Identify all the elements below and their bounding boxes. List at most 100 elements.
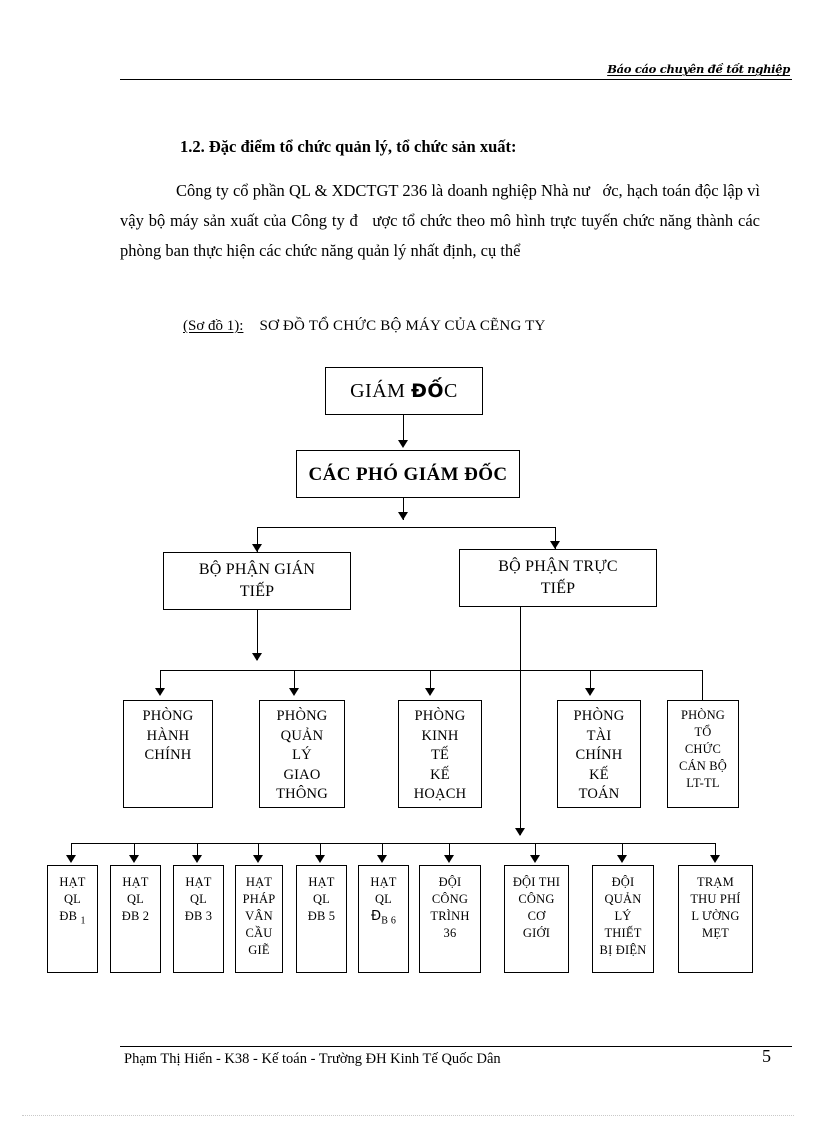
dept-personnel-line2: TỔ: [694, 725, 712, 739]
dept-admin-line1: PHÒNG: [142, 708, 194, 724]
edge-bus-indirect: [257, 527, 259, 553]
dept-traffic-line4: GIAO: [283, 766, 321, 783]
dept-planning-line1: PHÒNG: [414, 708, 466, 724]
dept-planning-line4: KẾ: [430, 766, 450, 783]
page-bottom-edge: [22, 1115, 794, 1116]
unit-db3-line2: QL: [189, 892, 208, 906]
arrowhead-unit-db5: [315, 855, 325, 863]
header-divider: [120, 79, 792, 80]
body-paragraph: Công ty cổ phần QL & XDCTGT 236 là doanh…: [120, 176, 760, 266]
edge-unit-thietbi: [622, 843, 624, 861]
dept-personnel-line3: CHỨC: [684, 742, 722, 756]
edge-unit-db6: [382, 843, 384, 861]
arrowhead-dept-admin: [155, 688, 165, 696]
page-header: Báo cáo chuyên đề tốt nghiệp: [120, 52, 792, 80]
unit-db2-line1: HẠT: [122, 875, 149, 889]
unit-thicong-line3: CƠ: [527, 909, 546, 923]
org-node-dept-admin: PHÒNG HÀNH CHÍNH: [123, 700, 213, 808]
org-node-unit-db2: HẠT QL ĐB 2: [110, 865, 161, 973]
unit-thietbi-line4: THIẾT: [604, 926, 642, 940]
unit-db6-line1: HẠT: [370, 875, 397, 889]
edge-unit-phapvan: [258, 843, 260, 861]
arrowhead-direct: [550, 541, 560, 549]
arrowhead-unit-phapvan: [253, 855, 263, 863]
unit-thietbi-line2: QUẢN: [604, 892, 642, 906]
arrowhead-unit-db2: [129, 855, 139, 863]
org-node-dept-finance: PHÒNG TÀI CHÍNH KẾ TOÁN: [557, 700, 641, 808]
unit-thuphi-line3: L ƯỜNG: [691, 909, 740, 923]
edge-dept-planning: [430, 670, 432, 692]
org-node-dept-planning: PHÒNG KINH TẾ KẾ HOẠCH: [398, 700, 482, 808]
arrowhead-dept-planning: [425, 688, 435, 696]
unit-db1-line2: QL: [63, 892, 82, 906]
dept-finance-line3: CHÍNH: [575, 747, 623, 763]
unit-db5-line3: ĐB 5: [307, 909, 336, 923]
arrowhead-deputy: [398, 440, 408, 448]
unit-db6-line2: QL: [374, 892, 393, 906]
unit-phapvan-line3: VÂN: [245, 909, 273, 923]
org-node-director: GIÁM ĐỐC: [325, 367, 483, 415]
unit-ct36-line3: TRÌNH: [430, 909, 470, 923]
edge-unit-thicong: [535, 843, 537, 861]
edge-unit-thuphi: [715, 843, 717, 861]
figure-caption: (Sơ đồ 1):SƠ ĐỒ TỔ CHỨC BỘ MÁY CỦA CẼNG …: [183, 318, 546, 335]
arrowhead-unit-ct36: [444, 855, 454, 863]
arrowhead-indirect: [252, 544, 262, 552]
unit-db1-line1: HẠT: [59, 875, 86, 889]
dept-personnel-line1: PHÒNG: [680, 708, 726, 722]
dept-finance-line5: TOÁN: [578, 786, 620, 802]
unit-db1-line3: ĐB 1: [59, 909, 86, 927]
org-node-unit-thicong: ĐỘI THI CÔNG CƠ GIỚI: [504, 865, 569, 973]
unit-ct36-line4: 36: [443, 926, 457, 940]
dept-admin-line2: HÀNH: [146, 727, 190, 744]
dept-finance-line4: KẾ: [589, 766, 609, 783]
org-node-direct-division: BỘ PHẬN TRỰC TIẾP: [459, 549, 657, 607]
org-node-unit-db5: HẠT QL ĐB 5: [296, 865, 347, 973]
arrowhead-unit-db3: [192, 855, 202, 863]
edge-dept-admin: [160, 670, 162, 692]
org-node-unit-phapvan: HẠT PHÁP VÂN CẦU GIẼ: [235, 865, 283, 973]
dept-planning-line2: KINH: [421, 727, 459, 744]
dept-admin-line3: CHÍNH: [144, 747, 192, 763]
unit-thicong-line4: GIỚI: [522, 926, 551, 940]
arrowhead-unit-thicong: [530, 855, 540, 863]
dept-finance-line2: TÀI: [586, 727, 612, 744]
unit-thuphi-line1: TRẠM: [697, 875, 734, 889]
unit-db5-line1: HẠT: [308, 875, 335, 889]
org-node-indirect-line1: BỘ PHẬN GIÁN: [198, 561, 316, 578]
unit-phapvan-line2: PHÁP: [242, 892, 276, 906]
org-node-unit-thietbi: ĐỘI QUẢN LÝ THIẾT BỊ ĐIỆN: [592, 865, 654, 973]
unit-thietbi-line3: LÝ: [614, 909, 632, 923]
edge-unit-db5: [320, 843, 322, 861]
unit-db6-line3: ĐB 6: [370, 909, 397, 927]
dept-planning-line5: HOẠCH: [413, 786, 467, 802]
edge-indirect-deptbus: [257, 610, 259, 660]
arrowhead-dept-traffic: [289, 688, 299, 696]
unit-ct36-line2: CÔNG: [431, 892, 469, 906]
body-paragraph-text: Công ty cổ phần QL & XDCTGT 236 là doanh…: [120, 181, 765, 260]
edge-dept-traffic: [294, 670, 296, 692]
org-node-unit-ct36: ĐỘI CÔNG TRÌNH 36: [419, 865, 481, 973]
org-node-director-label: GIÁM ĐỐC: [350, 379, 458, 402]
dept-traffic-line1: PHÒNG: [276, 708, 328, 724]
unit-thicong-line1: ĐỘI THI: [512, 875, 561, 889]
arrowhead-indirect-deptbus: [252, 653, 262, 661]
running-header-title: Báo cáo chuyên đề tốt nghiệp: [607, 62, 790, 76]
org-node-deputy-directors: CÁC PHÓ GIÁM ĐỐC: [296, 450, 520, 498]
bus-units: [71, 843, 715, 845]
org-node-indirect-line2: TIẾP: [239, 583, 275, 600]
unit-db5-line2: QL: [312, 892, 331, 906]
edge-direct-unitbus: [520, 607, 522, 835]
unit-thietbi-line5: BỊ ĐIỆN: [599, 943, 647, 957]
dept-traffic-line2: QUẢN: [280, 727, 324, 744]
figure-caption-label: (Sơ đồ 1):: [183, 318, 244, 334]
org-node-unit-db1: HẠT QL ĐB 1: [47, 865, 98, 973]
org-node-unit-db6: HẠT QL ĐB 6: [358, 865, 409, 973]
unit-thicong-line2: CÔNG: [518, 892, 555, 906]
arrowhead-unit-thietbi: [617, 855, 627, 863]
footer-divider: [120, 1046, 792, 1047]
dept-traffic-line5: THÔNG: [276, 786, 328, 802]
edge-unit-db2: [134, 843, 136, 861]
unit-db2-line2: QL: [126, 892, 145, 906]
